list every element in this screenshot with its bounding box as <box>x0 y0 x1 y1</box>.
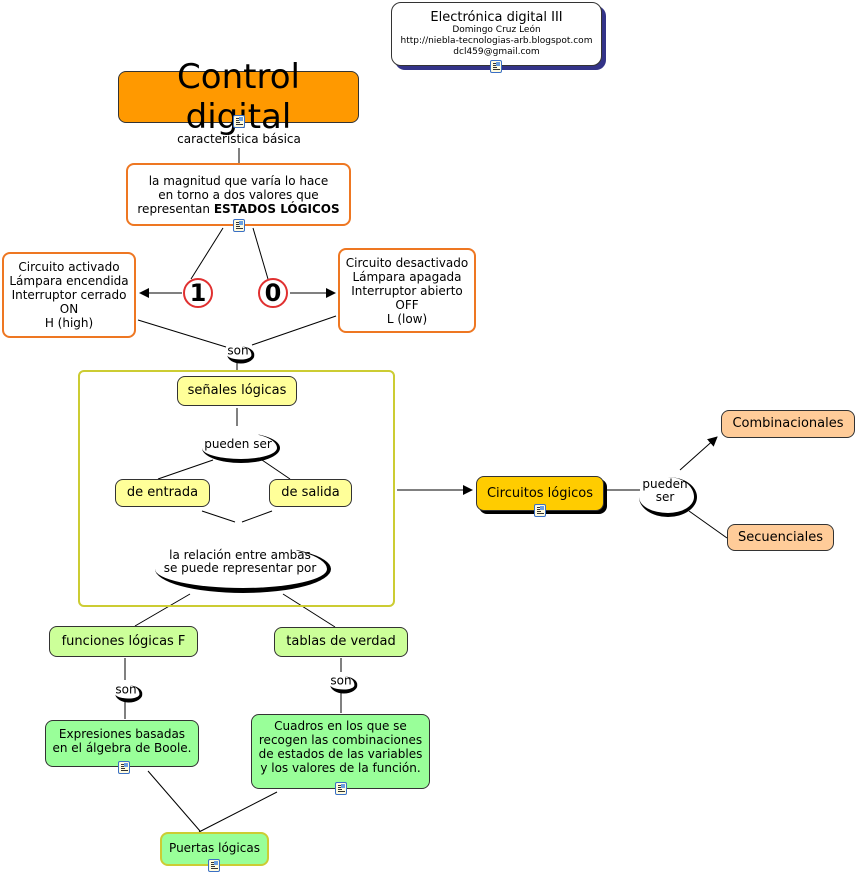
info-author: Domingo Cruz León <box>452 25 541 35</box>
text: la relación entre ambas <box>169 548 311 562</box>
text: son <box>330 673 352 688</box>
node-salida[interactable]: de salida <box>269 479 352 507</box>
node-desactivado[interactable]: Circuito desactivado Lámpara apagada Int… <box>338 248 476 333</box>
image-icon[interactable] <box>233 219 245 232</box>
node-expresiones[interactable]: Expresiones basadas en el álgebra de Boo… <box>45 720 199 767</box>
text: Cuadros en los que se <box>274 719 407 733</box>
line <box>147 770 201 832</box>
text: son <box>115 682 137 697</box>
info-email: dcl459@gmail.com <box>453 47 540 57</box>
text: representan <box>137 201 214 216</box>
node-combinacionales[interactable]: Combinacionales <box>721 410 855 438</box>
text: la magnitud que varía lo hace <box>148 173 329 188</box>
node-cuadros[interactable]: Cuadros en los que se recogen las combin… <box>251 714 430 789</box>
info-node[interactable]: Electrónica digital III Domingo Cruz Leó… <box>391 2 602 66</box>
node-funciones[interactable]: funciones lógicas F <box>49 626 198 657</box>
line <box>252 227 269 280</box>
document-icon[interactable] <box>335 782 347 795</box>
text: en torno a dos valores que <box>158 187 319 202</box>
text: de estados de las variables <box>258 747 423 761</box>
line <box>282 593 336 628</box>
line <box>241 510 273 523</box>
document-icon[interactable] <box>118 761 130 774</box>
line <box>198 791 278 833</box>
node-entrada[interactable]: de entrada <box>115 479 210 507</box>
text: Expresiones basadas <box>58 727 186 741</box>
text: Lámpara encendida <box>9 274 129 288</box>
line <box>688 510 728 539</box>
info-url: http://niebla-tecnologias-arb.blogspot.c… <box>400 36 593 46</box>
line <box>137 319 227 348</box>
line <box>157 459 214 480</box>
text: Circuito activado <box>18 260 120 274</box>
arrow <box>679 436 718 471</box>
link-son: son <box>227 343 255 364</box>
text-bold: ESTADOS LÓGICOS <box>213 201 340 216</box>
node-senales[interactable]: señales lógicas <box>177 376 297 406</box>
link-pueden-ser: pueden ser <box>202 431 280 463</box>
text: pueden ser <box>204 437 272 451</box>
node-tablas[interactable]: tablas de verdad <box>274 627 408 657</box>
text: Circuito desactivado <box>345 255 469 270</box>
text: Interruptor abierto <box>351 283 463 298</box>
node-circuitos[interactable]: Circuitos lógicos <box>476 476 604 511</box>
document-icon[interactable] <box>534 504 546 517</box>
info-title: Electrónica digital III <box>430 10 563 25</box>
text: se puede representar por <box>163 561 317 575</box>
text: Puertas lógicas <box>169 841 260 855</box>
node-one[interactable]: 1 <box>183 278 213 308</box>
node-activado[interactable]: Circuito activado Lámpara encendida Inte… <box>2 252 136 338</box>
text: ON <box>59 302 79 316</box>
text: L (low) <box>386 311 428 326</box>
concept-map-icon[interactable] <box>233 115 245 128</box>
line <box>251 315 337 346</box>
document-icon[interactable] <box>208 859 220 872</box>
line <box>261 459 291 480</box>
line <box>201 510 236 523</box>
text: en el álgebra de Boole. <box>52 741 192 755</box>
link-son: son <box>330 673 358 694</box>
document-icon[interactable] <box>490 60 502 73</box>
text: Lámpara apagada <box>352 269 462 284</box>
node-zero[interactable]: 0 <box>258 278 288 308</box>
text: ser <box>655 490 675 504</box>
text: OFF <box>395 297 419 312</box>
link-son: son <box>115 682 143 703</box>
text: pueden <box>642 477 688 491</box>
node-secuenciales[interactable]: Secuenciales <box>727 524 834 551</box>
node-estados-logicos[interactable]: la magnitud que varía lo hace en torno a… <box>126 163 351 226</box>
line <box>190 227 224 280</box>
link-caracteristica: característica básica <box>177 132 301 146</box>
text: H (high) <box>44 316 94 330</box>
text: son <box>227 343 249 358</box>
line <box>134 593 191 627</box>
text: recogen las combinaciones <box>258 733 423 747</box>
text: y los valores de la función. <box>260 761 421 775</box>
text: Interruptor cerrado <box>11 288 127 302</box>
group-box <box>78 370 395 607</box>
